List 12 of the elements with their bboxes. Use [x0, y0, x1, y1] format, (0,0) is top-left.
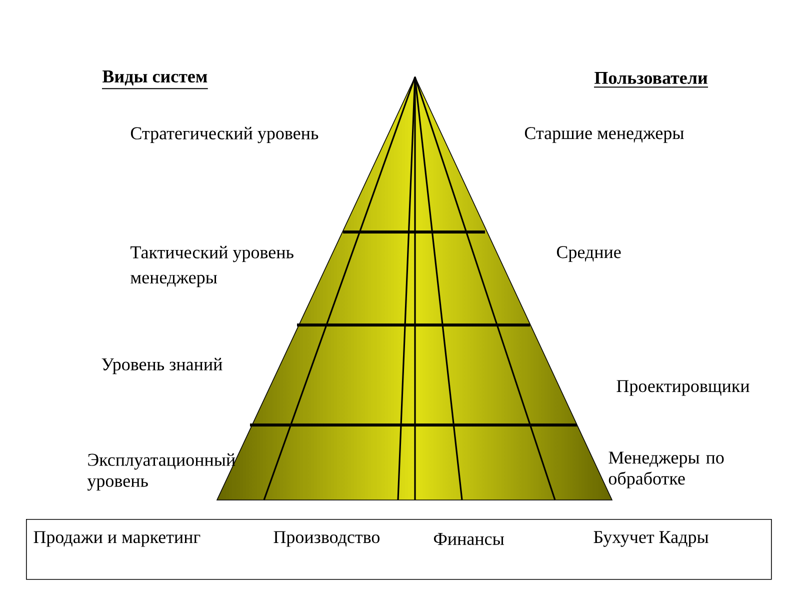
level-label: Эксплуатационный уровень [87, 453, 236, 491]
level-label: Средние [556, 246, 621, 262]
level-label: Уровень знаний [102, 358, 222, 374]
level-label: Тактический уровень [130, 246, 294, 262]
level-label: Стратегический уровень [130, 126, 318, 144]
column-heading: Пользователи [594, 72, 709, 88]
level-label: менеджеры [130, 274, 217, 288]
level-label: Менеджеры по обработке [608, 452, 724, 488]
category-box: Продажи и маркетинг Производство Финансы Бухучет Кадры [26, 519, 772, 580]
column-heading: Виды систем [102, 70, 208, 90]
level-label: Проектировщики [616, 380, 750, 396]
level-label: Старшие менеджеры [524, 127, 684, 143]
